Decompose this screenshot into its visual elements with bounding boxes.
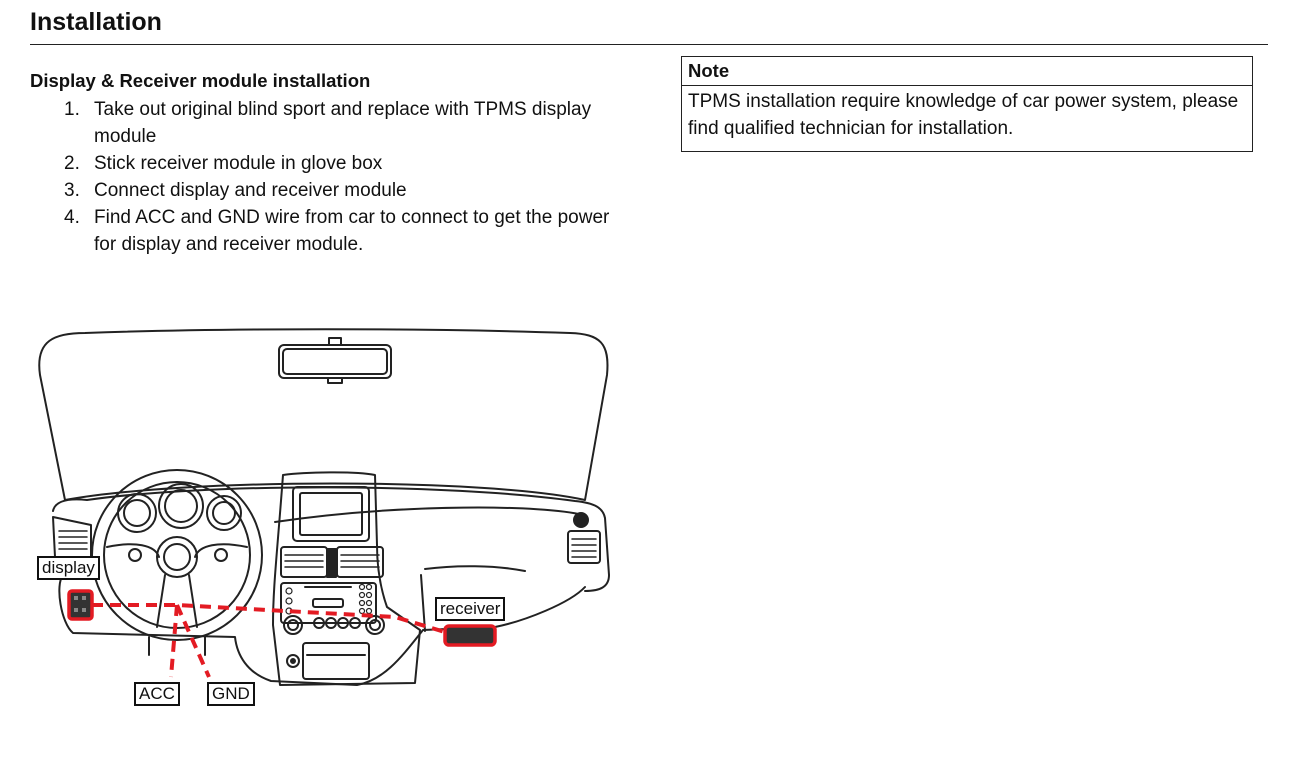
center-screen: [292, 486, 370, 542]
list-item: 4. Find ACC and GND wire from car to con…: [64, 204, 634, 258]
wire-acc: [169, 604, 179, 678]
list-item: 3. Connect display and receiver module: [64, 177, 634, 204]
steering-wheel: [91, 469, 263, 641]
gnd-callout: GND: [207, 682, 255, 706]
receiver-module: [443, 624, 497, 647]
acc-callout: ACC: [134, 682, 180, 706]
radio-unit: [280, 582, 377, 624]
list-item: 1. Take out original blind sport and rep…: [64, 96, 634, 150]
note-title: Note: [682, 57, 1252, 86]
note-text: TPMS installation require knowledge of c…: [688, 91, 1239, 139]
installation-steps: 1. Take out original blind sport and rep…: [64, 96, 634, 258]
dashboard-outline: [52, 486, 610, 592]
display-callout: display: [37, 556, 100, 580]
lower-dashboard: [58, 574, 586, 686]
section-heading: Display & Receiver module installation: [30, 70, 371, 91]
center-console: [272, 471, 421, 686]
right-air-vent: [567, 530, 601, 564]
step-text: Find ACC and GND wire from car to connec…: [94, 207, 610, 255]
windshield-outline: [38, 328, 609, 501]
wire-display-receiver: [92, 603, 446, 634]
step-number: 2.: [64, 153, 80, 174]
list-item: 2. Stick receiver module in glove box: [64, 150, 634, 177]
receiver-callout: receiver: [435, 597, 506, 621]
wire-gnd: [175, 604, 211, 678]
display-module: [67, 589, 94, 621]
step-text: Take out original blind sport and replac…: [94, 99, 592, 147]
rearview-mirror: [278, 344, 392, 379]
note-box: Note TPMS installation require knowledge…: [681, 56, 1253, 152]
step-text: Connect display and receiver module: [94, 180, 407, 201]
title-divider: [30, 44, 1268, 45]
dashboard-diagram: [38, 328, 610, 686]
step-number: 1.: [64, 99, 80, 120]
step-number: 3.: [64, 180, 80, 201]
step-text: Stick receiver module in glove box: [94, 153, 383, 174]
step-number: 4.: [64, 207, 80, 228]
page-title: Installation: [30, 8, 162, 36]
